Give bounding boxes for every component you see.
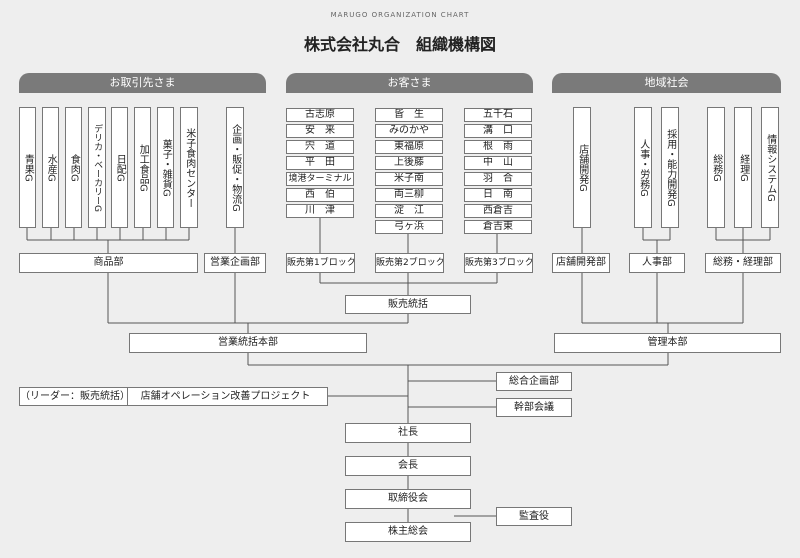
store-item: 安 来: [286, 124, 354, 138]
dept-eigyo-tokatsu-honbu: 営業統括本部: [129, 333, 367, 353]
store-item: 羽 合: [464, 172, 532, 186]
group-jinji-romu: 人事・労務G: [634, 107, 652, 228]
store-item: みのかや: [375, 124, 443, 138]
group-tenpo-kaihatsu: 店舗開発G: [573, 107, 591, 228]
group-somu: 総務G: [707, 107, 725, 228]
project-leader: （リーダー：販売統括）: [20, 388, 130, 405]
dept-shohin: 商品部: [19, 253, 198, 273]
store-item: 淀 江: [375, 204, 443, 218]
group-suisan: 水産G: [42, 107, 59, 228]
store-item: 境港ターミナル: [286, 172, 354, 186]
group-shokuniku: 食肉G: [65, 107, 82, 228]
store-item: 皆 生: [375, 108, 443, 122]
store-item: 五千石: [464, 108, 532, 122]
shacho: 社長: [345, 423, 471, 443]
dept-hanbai-tokatsu: 販売統括: [345, 295, 471, 314]
dept-eigyo-kikaku: 営業企画部: [204, 253, 266, 273]
store-item: 上後藤: [375, 156, 443, 170]
group-deli-bakery: デリカ・ベーカリーG: [88, 107, 106, 228]
dept-block3: 販売第3ブロック: [464, 253, 533, 273]
dept-kanri-honbu: 管理本部: [554, 333, 781, 353]
store-item: 両三柳: [375, 188, 443, 202]
dept-block2: 販売第2ブロック: [375, 253, 444, 273]
store-item: 古志原: [286, 108, 354, 122]
store-item: 平 田: [286, 156, 354, 170]
chart-title: 株式会社丸合 組織機構図: [303, 35, 496, 54]
group-seika: 青果G: [19, 107, 36, 228]
section-header-torihiki: お取引先さま: [19, 73, 266, 93]
store-item: 東福原: [375, 140, 443, 154]
kaicho: 会長: [345, 456, 471, 476]
section-header-kyaku: お客さま: [286, 73, 533, 93]
group-kako-shokuhin: 加工食品G: [134, 107, 151, 228]
kansayaku: 監査役: [496, 507, 572, 526]
store-item: 倉吉東: [464, 220, 532, 234]
torishimariyaku-kai: 取締役会: [345, 489, 471, 509]
store-item: 日 南: [464, 188, 532, 202]
store-item: 中 山: [464, 156, 532, 170]
group-kikaku-hansoku-butsuryu: 企画・販促・物流G: [226, 107, 244, 228]
group-joho-system: 情報システムG: [761, 107, 779, 228]
store-item: 弓ヶ浜: [375, 220, 443, 234]
group-saiyo-noryoku: 採用・能力開発G: [661, 107, 679, 228]
dept-jinji: 人事部: [629, 253, 685, 273]
chart-subtitle: MARUGO ORGANIZATION CHART: [330, 11, 470, 19]
store-item: 根 雨: [464, 140, 532, 154]
store-item: 溝 口: [464, 124, 532, 138]
group-keiri: 経理G: [734, 107, 752, 228]
group-kashi-zakka: 菓子・雑貨G: [157, 107, 174, 228]
dept-tenpo: 店舗開発部: [552, 253, 610, 273]
kabunushi-sokai: 株主総会: [345, 522, 471, 542]
kanbu-kaigi: 幹部会議: [496, 398, 572, 417]
store-item: 米子南: [375, 172, 443, 186]
project-box: （リーダー：販売統括） 店舗オペレーション改善プロジェクト: [19, 387, 328, 406]
dept-somu-keiri: 総務・経理部: [705, 253, 781, 273]
dept-sogo-kikaku: 総合企画部: [496, 372, 572, 391]
dept-block1: 販売第1ブロック: [286, 253, 355, 273]
store-item: 川 津: [286, 204, 354, 218]
store-item: 西 伯: [286, 188, 354, 202]
project-name: 店舗オペレーション改善プロジェクト: [140, 391, 311, 402]
store-item: 西倉吉: [464, 204, 532, 218]
group-yonago-shokuniku: 米子食肉センター: [180, 107, 198, 228]
store-item: 宍 道: [286, 140, 354, 154]
section-header-chiiki: 地域社会: [552, 73, 781, 93]
group-nippai: 日配G: [111, 107, 128, 228]
